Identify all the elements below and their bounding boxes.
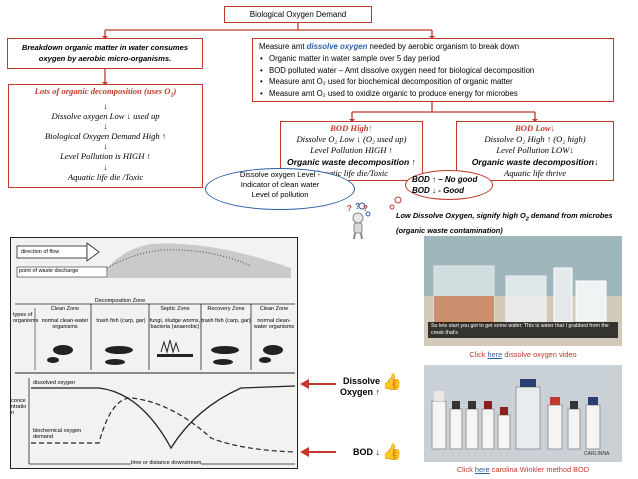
organism-label: normal clean-water organisms <box>253 318 295 330</box>
organism-label: fungi, sludge worms, bacteria (anaerobic… <box>149 318 201 330</box>
bullet-item: Measure amt O₂ used for biochemical deco… <box>260 76 607 88</box>
page-title: Biological Oxygen Demand <box>224 6 372 23</box>
side-label-line: Oxygen ↑ <box>339 387 380 397</box>
definition-lead: Measure amt dissolve oxygen needed by ae… <box>259 42 520 51</box>
down-arrow: ↓ <box>103 161 108 172</box>
bod-high-line: Organic waste decomposition ↑ <box>287 156 416 167</box>
bod-low-line: Aquatic life thrive <box>503 167 567 178</box>
thumbs-up-icon: 👍 <box>382 444 402 461</box>
bod-curve-label: biochemical oxygen demand <box>33 428 82 440</box>
side-label-line: Dissolve <box>342 376 380 386</box>
svg-text:?: ? <box>363 204 368 213</box>
video2-caption: Click here carolina Winkler method BOD <box>456 465 590 474</box>
organism-label: trash fish (carp, gar) <box>201 318 251 324</box>
dissolved-oxygen-label: dissolved oxygen <box>33 380 76 386</box>
stream-zone-diagram: direction of flow point of waste dischar… <box>10 237 298 469</box>
svg-text:?: ? <box>355 202 360 211</box>
bod-high-line: Dissolve O₂ Low ↓ (O₂ used up) <box>296 134 407 145</box>
bod-low-title: BOD Low↓ <box>515 123 555 133</box>
winkler-method-thumbnail[interactable]: CARLINNA <box>424 365 622 462</box>
bullet-item: BOD polluted water – Amt dissolve oxygen… <box>260 65 607 77</box>
thought-cloud: Dissolve oxygen Level - Indicator of cle… <box>205 168 355 210</box>
dissolved-oxygen-video-thumbnail[interactable]: So lets start you got to get some water.… <box>424 236 622 346</box>
bod-high-line: Level Pollution HIGH ↑ <box>310 145 393 156</box>
bod-definition-box: Measure amt dissolve oxygen needed by ae… <box>252 38 614 102</box>
bod-low-box: BOD Low↓ Dissolve O₂ High ↑ (O₂ high) Le… <box>456 121 614 181</box>
concentration-label: concentration <box>11 398 27 416</box>
video-subtitle: So lets start you got to get some water.… <box>428 322 618 338</box>
zone-diagram-svg <box>15 242 296 465</box>
chain-line-1: Lots of organic decomposition (uses O2) <box>34 86 177 99</box>
thumbs-up-icon: 👍 <box>382 374 402 391</box>
zone-label: Septic Zone <box>160 306 190 312</box>
reagent-bottles-illustration <box>424 365 622 462</box>
zone-label: Clean Zone <box>50 306 80 312</box>
chain-line-3: Biological Oxygen Demand High ↑ <box>44 131 167 142</box>
cloud-line: Indicator of clean water <box>240 180 320 189</box>
cloud-line: Level of pollution <box>251 190 309 199</box>
low-dissolved-oxygen-note: Low Dissolve Oxygen, signify high O2 dem… <box>396 211 613 236</box>
svg-text:?: ? <box>347 204 352 213</box>
bod-low-line: Organic waste decomposition↓ <box>471 156 599 167</box>
types-label: types of organisms <box>13 312 39 324</box>
bod-low-line: Level Pollution LOW↓ <box>496 145 574 156</box>
bod-high-line: Aquatic life die/Toxic <box>314 167 389 178</box>
cloud-line: Dissolve oxygen Level - <box>239 170 321 179</box>
bullet-item: Measure amt O₂ used to oxidize organic t… <box>260 88 607 100</box>
organism-label: normal clean-water organisms <box>41 318 89 330</box>
bod-low-line: Dissolve O₂ High ↑ (O₂ high) <box>484 134 586 145</box>
discharge-label: point of waste discharge <box>19 268 79 274</box>
video1-caption: Click here dissolve oxygen video <box>469 350 577 359</box>
dissolve-oxygen-video-link[interactable]: here <box>487 350 503 359</box>
bubble-line: BOD ↓ - Good <box>412 186 464 195</box>
bod-bubble: BOD ↑ – No good BOD ↓ - Good <box>405 170 493 200</box>
thinking-person-icon: ? ? ? <box>347 202 368 240</box>
dissolve-oxygen-label: Dissolve Oxygen ↑ <box>336 376 380 398</box>
down-arrow: ↓ <box>103 121 108 132</box>
chain-line-2: Dissolve oxygen Low ↓ used up <box>51 110 160 121</box>
organic-decomposition-chain: Lots of organic decomposition (uses O2) … <box>8 84 203 188</box>
bullet-item: Organic matter in water sample over 5 da… <box>260 53 607 65</box>
zone-label: Decomposition Zone <box>94 298 146 304</box>
winkler-method-link[interactable]: here <box>474 465 490 474</box>
zone-label: Recovery Zone <box>207 306 245 312</box>
chain-line-4: Level Pollution is HIGH ↑ <box>60 151 151 162</box>
chain-line-5: Aquatic life die /Toxic <box>67 171 144 182</box>
bod-high-title: BOD High↑ <box>330 123 373 133</box>
direction-label: direction of flow <box>21 249 60 255</box>
x-axis-label: time or distance downstream <box>131 460 202 466</box>
zone-label: Clean Zone <box>259 306 289 312</box>
organism-label: trash fish (carp, gar) <box>96 318 146 324</box>
down-arrow: ↓ <box>103 100 108 111</box>
brand-label: CARLINNA <box>584 451 610 457</box>
bod-down-label: BOD ↓ <box>353 447 380 457</box>
down-arrow: ↓ <box>103 141 108 152</box>
bubble-line: BOD ↑ – No good <box>412 175 478 184</box>
definition-bullets: Organic matter in water sample over 5 da… <box>259 53 607 100</box>
breakdown-box: Breakdown organic matter in water consum… <box>7 38 203 69</box>
